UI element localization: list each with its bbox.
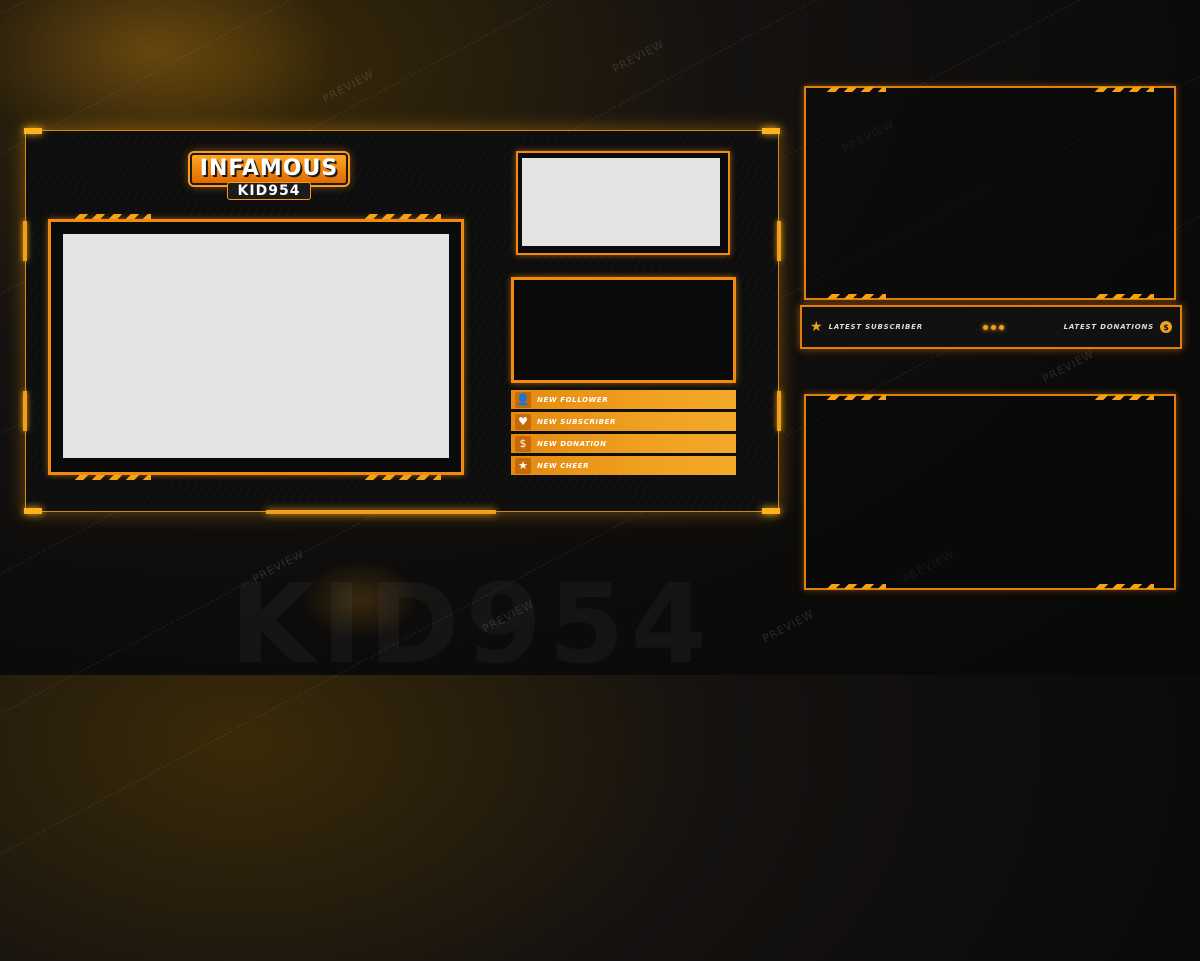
background-glow (300, 560, 420, 640)
channel-logo: INFAMOUS KID954 (189, 151, 349, 201)
starting-screen-frame (804, 86, 1176, 300)
frame-stripes (361, 214, 441, 219)
star-icon: ★ (515, 457, 531, 474)
webcam-screen (522, 158, 720, 246)
alert-new-donation: $ NEW DONATION (511, 434, 736, 453)
panel-side-bar (777, 391, 781, 431)
alert-new-subscriber: ♥ NEW SUBSCRIBER (511, 412, 736, 431)
frame-stripes (1094, 395, 1154, 400)
panel-corner (24, 508, 42, 514)
star-icon: ★ (810, 319, 823, 335)
webcam-frame (516, 151, 730, 255)
coin-icon: $ (1159, 321, 1172, 333)
frame-stripes (71, 475, 151, 480)
frame-stripes (826, 294, 886, 299)
logo-subtitle: KID954 (226, 181, 312, 200)
watermark: PREVIEW (760, 607, 817, 646)
alert-new-follower: 👤 NEW FOLLOWER (511, 390, 736, 409)
panel-corner (762, 508, 780, 514)
logo-title: INFAMOUS (189, 152, 349, 185)
alert-label: NEW CHEER (537, 461, 590, 470)
user-icon: 👤 (515, 391, 531, 408)
frame-stripes (1094, 294, 1154, 299)
frame-stripes (71, 214, 151, 219)
alert-new-cheer: ★ NEW CHEER (511, 456, 736, 475)
frame-stripes (1094, 584, 1154, 589)
panel-side-bar (23, 391, 27, 431)
center-indicator (982, 324, 1004, 330)
alert-label: NEW DONATION (537, 439, 607, 448)
dollar-icon: $ (515, 435, 531, 452)
latest-subscriber-label: LATEST SUBSCRIBER (828, 323, 923, 331)
panel-corner (24, 128, 42, 134)
brb-screen-frame (804, 394, 1176, 590)
game-capture-frame (48, 214, 464, 480)
game-capture-screen (63, 234, 449, 458)
alert-label: NEW FOLLOWER (537, 395, 609, 404)
frame-stripes (826, 584, 886, 589)
chat-box-frame (511, 277, 736, 383)
frame-stripes (826, 395, 886, 400)
main-overlay-panel: INFAMOUS KID954 👤 NEW FOLLOWER ♥ NEW SUB… (23, 128, 781, 514)
alert-label: NEW SUBSCRIBER (537, 417, 616, 426)
latest-donations-label: LATEST DONATIONS (1063, 323, 1154, 331)
heart-icon: ♥ (515, 413, 531, 430)
panel-side-bar (23, 221, 27, 261)
background-ghost-logo: KID954 (230, 560, 713, 688)
watermark: PREVIEW (610, 37, 667, 76)
panel-side-bar (777, 221, 781, 261)
frame-stripes (1094, 87, 1154, 92)
frame-stripes (361, 475, 441, 480)
panel-corner (762, 128, 780, 134)
frame-stripes (826, 87, 886, 92)
latest-events-bar: ★ LATEST SUBSCRIBER LATEST DONATIONS $ (800, 305, 1182, 349)
watermark: PREVIEW (1040, 347, 1097, 386)
panel-bottom-bar (266, 510, 496, 514)
